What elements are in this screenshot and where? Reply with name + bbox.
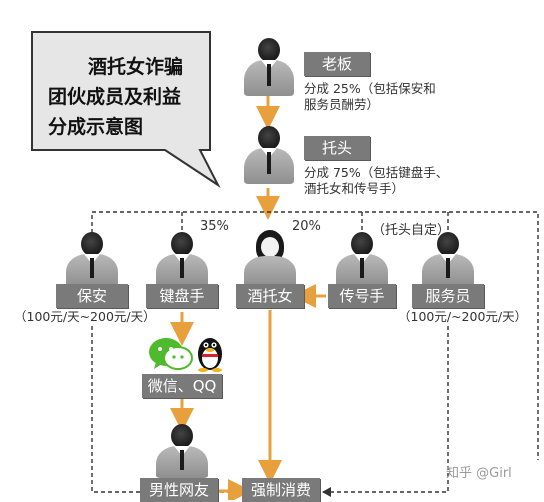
waiter-pay-note: （100元/~200元/天） bbox=[398, 309, 528, 324]
dashed-distribution-line bbox=[91, 211, 539, 460]
wechat-qq-label: 微信、QQ bbox=[142, 374, 222, 398]
tuotou-figure bbox=[244, 126, 294, 184]
caller-figure bbox=[336, 232, 388, 286]
waiter-label: 服务员 bbox=[412, 284, 484, 308]
dashed-waiter-to-spending bbox=[322, 326, 449, 493]
caller-label: 传号手 bbox=[328, 284, 396, 308]
diagram-title-line-1: 酒托女诈骗 bbox=[88, 56, 184, 78]
boss-share-note-2: 服务员酬劳） bbox=[304, 97, 380, 112]
security-figure bbox=[66, 232, 118, 286]
keyboard-share-pct: 35% bbox=[200, 219, 229, 234]
male-netfriend-figure bbox=[156, 424, 208, 478]
boss-label: 老板 bbox=[304, 52, 370, 76]
security-label: 保安 bbox=[56, 284, 128, 308]
title-callout bbox=[31, 31, 221, 188]
diagram-title-line-3: 分成示意图 bbox=[48, 116, 144, 138]
jiutuo-figure bbox=[244, 230, 296, 286]
forced-spending-label: 强制消费 bbox=[242, 478, 320, 502]
boss-share-note-1: 分成 25%（包括保安和 bbox=[304, 81, 436, 96]
jiutuo-share-pct: 20% bbox=[292, 219, 321, 234]
keyboard-figure bbox=[156, 232, 208, 286]
tuotou-label: 托头 bbox=[304, 136, 370, 160]
tuotou-share-note-1: 分成 75%（包括键盘手、 bbox=[304, 165, 449, 180]
male-netfriend-label: 男性网友 bbox=[140, 478, 218, 502]
dashed-arrowhead-left bbox=[322, 487, 331, 497]
jiutuo-label: 酒托女 bbox=[236, 284, 304, 308]
tuotou-self-decide-note: （托头自定） bbox=[372, 223, 451, 238]
wechat-icon bbox=[149, 338, 193, 370]
boss-figure bbox=[244, 38, 294, 96]
waiter-figure bbox=[422, 232, 474, 286]
diagram-title-line-2: 团伙成员及利益 bbox=[48, 86, 182, 108]
keyboard-label: 键盘手 bbox=[146, 284, 218, 308]
watermark: 知乎 @Girl bbox=[446, 466, 512, 481]
security-pay-note: （100元/天~200元/天） bbox=[14, 309, 156, 324]
tuotou-share-note-2: 酒托女和传号手） bbox=[304, 181, 405, 196]
qq-penguin-icon bbox=[198, 338, 222, 372]
